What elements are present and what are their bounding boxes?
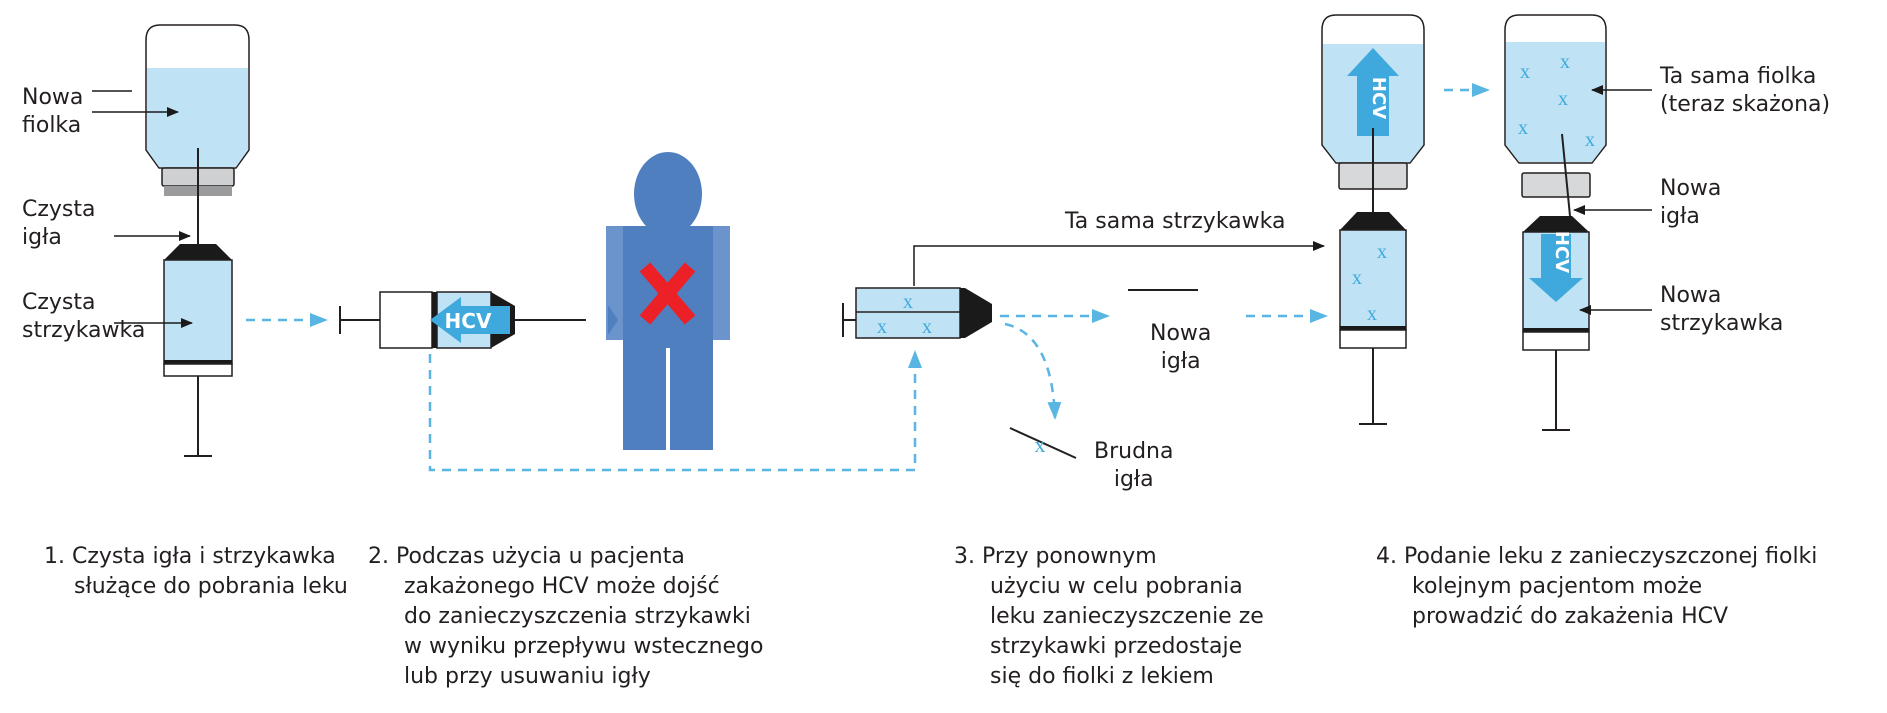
label-new-vial: Nowa fiolka bbox=[22, 85, 84, 138]
step3-syringe: x x x bbox=[842, 287, 992, 339]
label-clean-needle: Czysta igła bbox=[22, 197, 96, 250]
dashed-curve-arrow bbox=[1004, 322, 1062, 420]
x-mark-icon: x bbox=[1560, 51, 1570, 73]
x-mark-icon: x bbox=[922, 316, 932, 338]
x-mark-icon: x bbox=[1518, 117, 1528, 139]
x-mark-icon: x bbox=[1520, 61, 1530, 83]
label-new-needle-mid: Nowa igła bbox=[1150, 321, 1212, 374]
x-mark-icon: x bbox=[1352, 267, 1362, 289]
hcv-label: HCV bbox=[1368, 77, 1389, 119]
hcv-arrow-icon bbox=[430, 297, 510, 343]
step4-syringe-a: x x x bbox=[1339, 212, 1407, 425]
x-mark-icon: x bbox=[1377, 241, 1387, 263]
x-mark-icon: x bbox=[1585, 129, 1595, 151]
caption-step3: 3. Przy ponownym użyciu w celu pobrania … bbox=[954, 544, 1264, 689]
hcv-arrow-icon bbox=[1347, 48, 1399, 136]
needle-icon bbox=[1561, 133, 1571, 217]
step4-vial-a: HCV bbox=[1321, 14, 1425, 190]
person-icon bbox=[606, 152, 730, 450]
syringe-icon bbox=[1339, 229, 1407, 331]
step2-syringe: HCV bbox=[339, 291, 586, 349]
dirty-needle-icon bbox=[1009, 427, 1077, 459]
step4-vial-b: x x x x x bbox=[1504, 14, 1607, 198]
hcv-arrow-icon bbox=[1529, 234, 1583, 302]
caption-step2: 2. Podczas użycia u pacjenta zakażonego … bbox=[368, 544, 764, 689]
hcv-label: HCV bbox=[1551, 231, 1572, 273]
x-mark-icon: x bbox=[903, 291, 913, 313]
x-mark-icon: x bbox=[1367, 303, 1377, 325]
label-clean-syringe: Czysta strzykawka bbox=[22, 290, 146, 343]
cross-icon bbox=[639, 262, 696, 325]
step1-syringe bbox=[163, 244, 233, 457]
step1-vial bbox=[145, 24, 250, 196]
hcv-label: HCV bbox=[445, 309, 492, 333]
dashed-return-arrow bbox=[428, 350, 922, 472]
label-dirty-needle: Brudna igła bbox=[1094, 439, 1174, 492]
x-mark-icon: x bbox=[1035, 432, 1046, 457]
syringe-icon bbox=[163, 259, 233, 365]
caption-step4: 4. Podanie leku z zanieczyszczonej fiolk… bbox=[1376, 544, 1818, 629]
label-same-syringe: Ta sama strzykawka bbox=[1065, 209, 1286, 234]
label-same-vial: Ta sama fiolka (teraz skażona) bbox=[1660, 64, 1831, 117]
syringe-icon bbox=[855, 287, 961, 339]
label-new-needle-right: Nowa igła bbox=[1660, 176, 1722, 229]
same-syringe-arrow bbox=[913, 241, 1325, 286]
step4-syringe-b: HCV bbox=[1522, 216, 1590, 431]
caption-step1: 1. Czysta igła i strzykawka służące do p… bbox=[44, 544, 348, 599]
label-new-syringe-right: Nowa strzykawka bbox=[1660, 283, 1784, 336]
x-mark-icon: x bbox=[1558, 88, 1568, 110]
x-mark-icon: x bbox=[877, 316, 887, 338]
vial-stopper bbox=[1521, 172, 1591, 198]
